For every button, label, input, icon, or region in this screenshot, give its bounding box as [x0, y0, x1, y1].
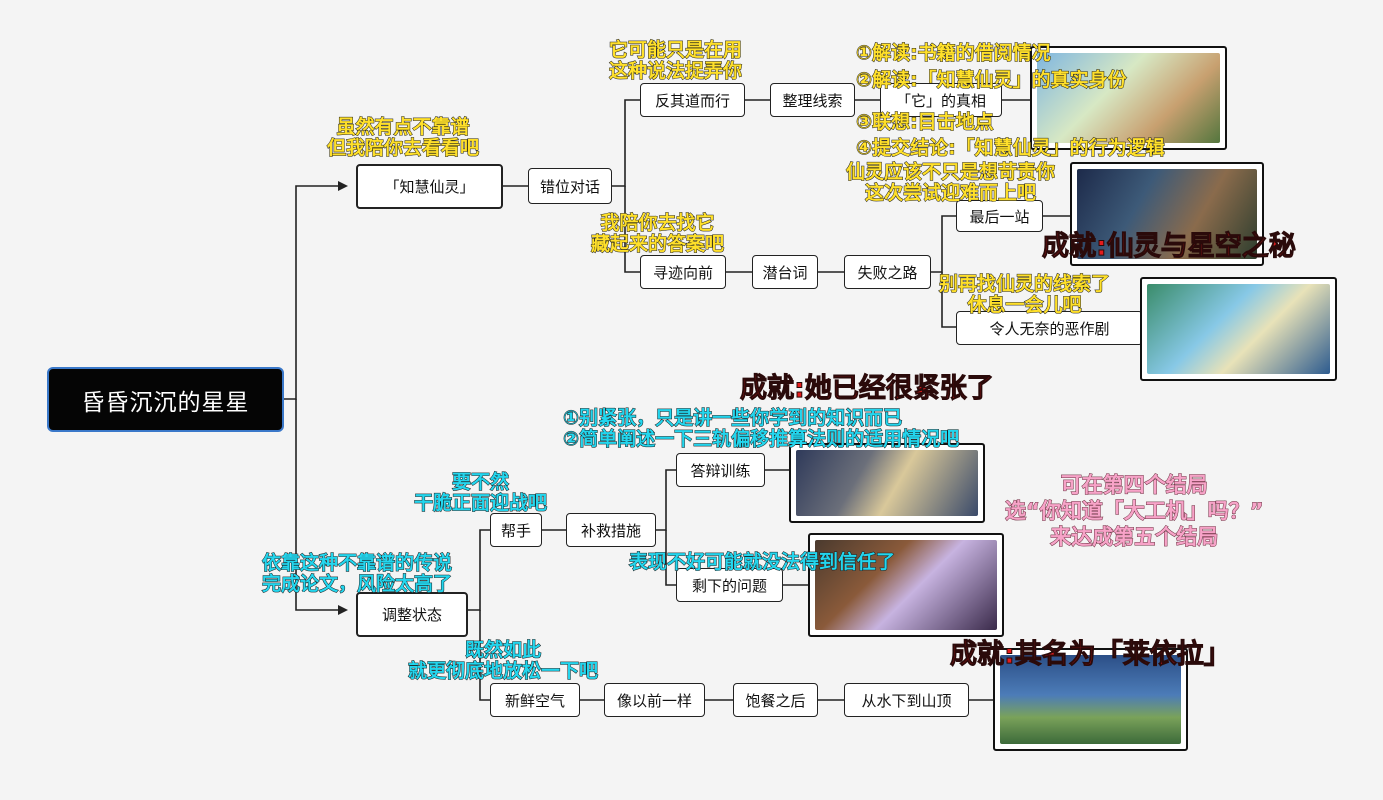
node-dabian-xunlian: 答辩训练	[676, 453, 765, 487]
node-congshui-shanding: 从水下到山顶	[844, 683, 969, 717]
node-xiang-yiqian: 像以前一样	[604, 683, 705, 717]
annotation-wo-pei: 我陪你去找它藏起来的答案吧	[590, 212, 725, 255]
annotation-note-fifth-ending: 可在第四个结局选“你知道「大工机」吗？”来达成第五个结局	[1005, 473, 1265, 550]
node-qiantai-ci: 潜台词	[752, 255, 818, 289]
screenshot-image-ending-1	[1030, 46, 1227, 150]
node-ta-zhenxiang: 「它」的真相	[880, 83, 1002, 117]
annotation-jiran: 既然如此就更彻底地放松一下吧	[407, 639, 599, 682]
achievement-3: 成就:其名为「莱依拉」	[950, 639, 1232, 671]
node-zhengli-xiansuo: 整理线索	[770, 83, 855, 117]
annotation-xianling: 仙灵应该不只是想苛责你这次尝试迎难而上吧	[845, 161, 1056, 204]
node-bujiu-cuoshi: 补救措施	[566, 513, 656, 547]
annotation-biaoxian: 表现不好可能就没法得到信任了	[628, 551, 896, 573]
node-lingren-wunai: 令人无奈的恶作剧	[956, 311, 1143, 345]
node-zuihou-yizhan: 最后一站	[956, 200, 1043, 232]
achievement-2: 成就:她已经很紧张了	[740, 373, 995, 405]
node-shibai-zhilu: 失败之路	[844, 255, 931, 289]
node-bangshou: 帮手	[490, 513, 542, 547]
node-shengxia-wenti: 剩下的问题	[676, 568, 783, 602]
annotation-suiran: 虽然有点不靠谱但我陪你去看看吧	[326, 116, 480, 159]
node-xinxian-kongqi: 新鲜空气	[490, 683, 580, 717]
node-zhihui-xianling: 「知慧仙灵」	[356, 164, 503, 209]
annotation-ta-keneng: 它可能只是在用这种说法捉弄你	[608, 39, 743, 82]
node-baocan-zhihou: 饱餐之后	[733, 683, 818, 717]
node-xunji-xiangqian: 寻迹向前	[640, 255, 726, 289]
node-tiaozheng-zhuangtai: 调整状态	[356, 592, 468, 637]
screenshot-image-ending-2	[1070, 162, 1264, 266]
screenshot-image-ending-6	[993, 648, 1188, 751]
screenshot-image-ending-4	[789, 443, 985, 523]
achievement-1: 成就:仙灵与星空之秘	[1042, 231, 1297, 263]
root-node: 昏昏沉沉的星星	[47, 367, 284, 432]
screenshot-image-ending-3	[1140, 277, 1337, 381]
node-cuowei-duihua: 错位对话	[528, 168, 612, 204]
annotation-bie-zai: 别再找仙灵的线索了休息一会儿吧	[938, 273, 1111, 316]
screenshot-image-ending-5	[808, 533, 1004, 637]
annotation-yikao: 依靠这种不靠谱的传说完成论文，风险太高了	[261, 552, 453, 595]
node-fanqi-daoerxing: 反其道而行	[640, 83, 745, 117]
annotation-yaoburan: 要不然干脆正面迎战吧	[413, 471, 548, 514]
